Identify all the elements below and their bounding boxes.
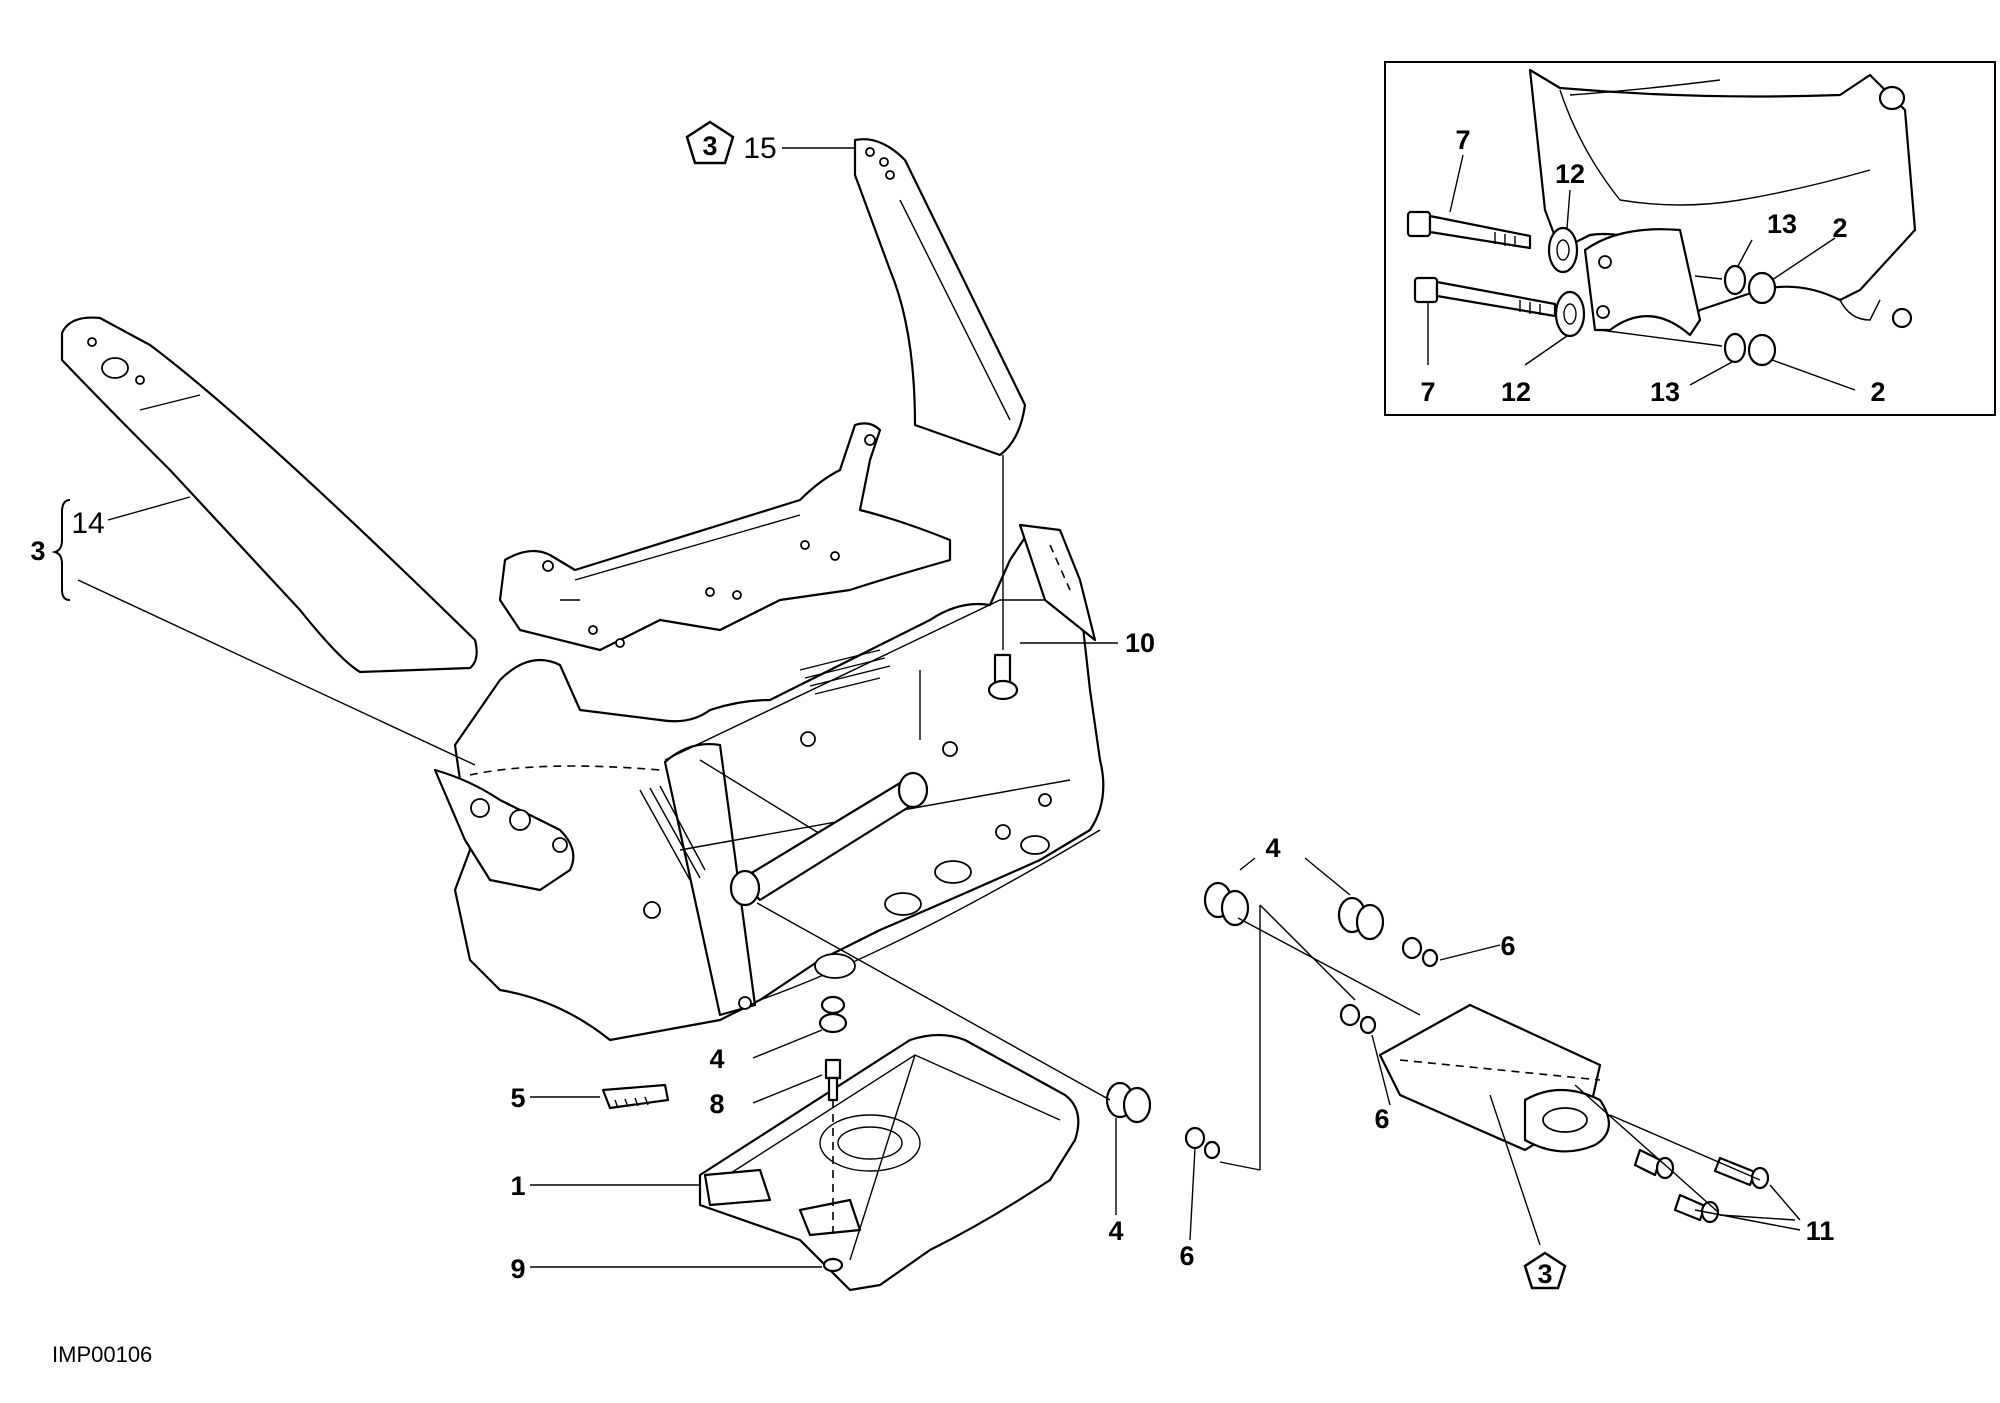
image-code: IMP00106 xyxy=(52,1342,152,1367)
bolt-7-upper xyxy=(1406,210,1532,250)
nut-2-lower xyxy=(1747,333,1777,367)
part-9-nut xyxy=(822,1257,844,1273)
callout-6-right-lower: 6 xyxy=(1374,1104,1389,1134)
callout-9: 9 xyxy=(510,1254,525,1284)
inset-callout-12-upper: 12 xyxy=(1555,159,1585,189)
inset-callout-7-upper: 7 xyxy=(1455,125,1470,155)
part-4-rubber-right xyxy=(1203,881,1385,941)
part-14-strap xyxy=(60,316,478,674)
callout-10: 10 xyxy=(1125,628,1155,658)
reference-marker-bottom: 3 xyxy=(1523,1251,1567,1290)
inset-bracket xyxy=(1583,228,1702,337)
callout-4-lower: 4 xyxy=(1108,1216,1123,1246)
detail-inset: 7 12 13 2 7 12 13 2 xyxy=(1384,61,1996,416)
callout-4-right: 4 xyxy=(1265,833,1280,863)
grommet-12-lower xyxy=(1554,290,1586,338)
part-8-stud xyxy=(824,1058,842,1080)
part-5-connector xyxy=(601,1083,670,1110)
washer-13-upper xyxy=(1723,264,1747,296)
inset-frame xyxy=(1384,61,1996,416)
main-tray-frame xyxy=(433,523,1105,1042)
callout-6-right-upper: 6 xyxy=(1500,931,1515,961)
part-6-bolt-mid xyxy=(1184,1126,1221,1160)
grommet-12-upper xyxy=(1547,226,1579,274)
svg-text:3: 3 xyxy=(702,131,717,161)
callout-4-center: 4 xyxy=(709,1044,724,1074)
nut-2-upper xyxy=(1747,271,1777,305)
callout-5: 5 xyxy=(510,1083,525,1113)
inset-callout-2-upper: 2 xyxy=(1832,213,1847,243)
part-4-rubber-mid xyxy=(1105,1081,1152,1124)
inset-callout-13-lower: 13 xyxy=(1650,377,1680,407)
part-4-rubber-upper xyxy=(818,1012,848,1034)
callout-3: 3 xyxy=(30,536,45,566)
part-1-base-plate xyxy=(698,1033,1080,1292)
inset-callout-2-lower: 2 xyxy=(1870,377,1885,407)
callout-8: 8 xyxy=(709,1089,724,1119)
group-brace xyxy=(51,499,71,601)
svg-text:3: 3 xyxy=(1537,1259,1552,1289)
upper-mounting-bracket xyxy=(498,422,952,652)
part-10-bolt xyxy=(987,653,1019,701)
inset-callout-13-upper: 13 xyxy=(1767,209,1797,239)
inset-callout-12-lower: 12 xyxy=(1501,377,1531,407)
callout-15: 15 xyxy=(743,132,776,165)
callout-11: 11 xyxy=(1806,1216,1835,1246)
callout-6-lower: 6 xyxy=(1179,1241,1194,1271)
bolt-7-lower xyxy=(1413,276,1557,318)
inset-frame-casting xyxy=(1528,68,1917,322)
part-6-bolts-right xyxy=(1339,936,1439,1035)
callout-14: 14 xyxy=(71,507,104,540)
callout-1: 1 xyxy=(510,1171,525,1201)
reference-marker-top: 3 xyxy=(685,120,735,165)
part-3-strap-with-ring xyxy=(1378,1003,1610,1153)
part-11-bolts xyxy=(1633,1148,1770,1224)
part-15-strap xyxy=(853,138,1027,457)
inset-callout-7-lower: 7 xyxy=(1420,377,1435,407)
leader-lines xyxy=(77,147,1801,1268)
washer-13-lower xyxy=(1723,332,1747,364)
